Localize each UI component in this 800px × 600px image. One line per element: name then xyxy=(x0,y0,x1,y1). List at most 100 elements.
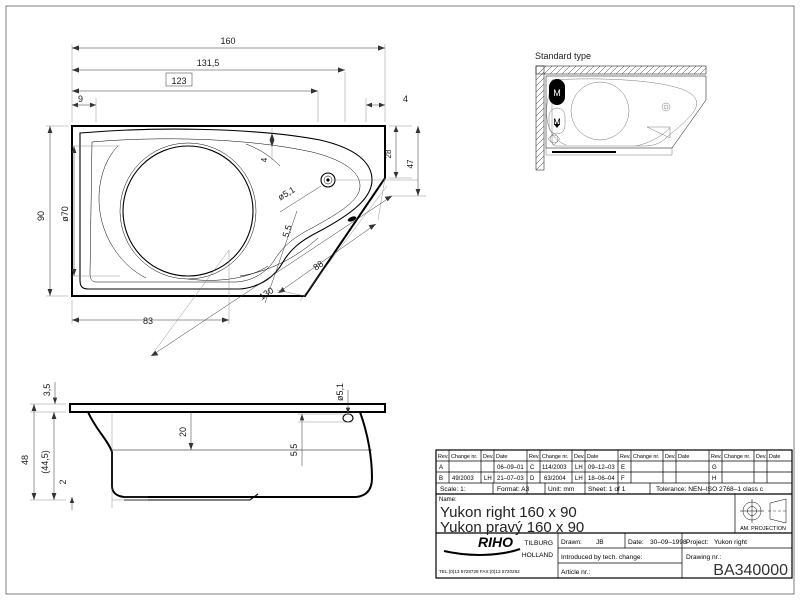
dim-88: 88 xyxy=(311,259,325,273)
dim-9: 9 xyxy=(78,94,83,104)
dim-83: 83 xyxy=(143,316,153,326)
table-row: G xyxy=(712,465,717,471)
plan-dimension-lines xyxy=(46,44,426,357)
drain-symbol xyxy=(320,172,336,188)
rev-header-change-1: Change nr. xyxy=(542,454,568,460)
company-country: HOLLAND xyxy=(522,552,553,559)
dim-2: 2 xyxy=(58,479,68,484)
circle-70-outer xyxy=(119,142,257,280)
name-line-1: Yukon right 160 x 90 xyxy=(440,504,577,521)
dim-44-5: (44,5) xyxy=(40,450,50,474)
table-row: F xyxy=(621,476,625,482)
sweep-left xyxy=(98,145,147,279)
dim-4-inner: 4 xyxy=(260,157,269,162)
wall-hatching xyxy=(535,65,707,171)
spec-scale: Scale: 1: xyxy=(440,486,466,493)
inset-bath-rim xyxy=(551,78,697,147)
dim-160: 160 xyxy=(220,36,235,46)
rev-header-dev-1: Dev. xyxy=(574,454,585,460)
inset-sweep2 xyxy=(635,127,671,147)
projection-symbol xyxy=(740,498,788,524)
dim-4-right: 4 xyxy=(403,94,408,104)
company-block: RIHO TILBURG HOLLAND TEL:(0)13 5728728 F… xyxy=(435,533,792,579)
name-line-2: Yukon pravý 160 x 90 xyxy=(440,519,584,536)
project-label: Project: xyxy=(686,539,709,546)
inset-circle xyxy=(570,81,630,141)
dim-phi70: ø70 xyxy=(60,206,70,222)
spec-tolerance: Tolerance: NEN–ISO 2768–1 class c xyxy=(656,486,764,493)
rev-header-rev-1: Rev. xyxy=(529,454,540,460)
dim-55-plan: 5,5 xyxy=(280,224,293,239)
table-row: 18–06–04 xyxy=(588,476,615,482)
table-row: 21–07–03 xyxy=(497,476,524,482)
table-row: 49/2003 xyxy=(452,476,474,482)
inset-bottom-line xyxy=(545,148,673,156)
table-row: 09–12–03 xyxy=(588,465,615,471)
inset-corner-marker xyxy=(547,132,561,146)
dim-131-5: 131,5 xyxy=(197,58,220,68)
riho-logo-text: RIHO xyxy=(478,534,513,550)
section-rim xyxy=(69,403,386,413)
dim-3-5: 3,5 xyxy=(42,384,52,397)
rev-header-change-0: Change nr. xyxy=(451,454,477,460)
dim-90: 90 xyxy=(36,211,46,221)
plan-view xyxy=(71,125,386,297)
introduced-label: Introduced by tech. change: xyxy=(561,554,643,561)
dim-123: 123 xyxy=(171,76,186,86)
rev-header-rev-3: Rev. xyxy=(711,454,722,460)
table-row: 06–09–01 xyxy=(497,465,524,471)
standard-type-inset: Standard type M M xyxy=(535,51,707,171)
section-dimension-lines xyxy=(30,382,352,510)
rev-header-rev-0: Rev. xyxy=(438,454,449,460)
section-dimension-labels: 3,5 48 (44,5) 2 20 ø5,1 5,5 xyxy=(20,383,345,485)
bath-bowl-contour xyxy=(89,138,361,283)
company-city: TILBURG xyxy=(524,540,553,547)
rev-header-date-0: Date xyxy=(496,454,507,460)
spec-format: Format: A3 xyxy=(497,486,530,493)
table-row: B xyxy=(439,476,443,482)
riho-swoosh xyxy=(443,548,521,556)
table-row: D xyxy=(530,476,535,482)
rev-header-change-2: Change nr. xyxy=(633,454,659,460)
overflow-slot xyxy=(347,216,357,222)
drawing-nr-value: BA340000 xyxy=(713,562,788,579)
dim-130: 130 xyxy=(257,285,275,302)
date-label: Date: xyxy=(628,539,644,546)
table-row: 114/2003 xyxy=(542,465,567,471)
drawn-label: Drawn: xyxy=(561,539,582,546)
circle-70 xyxy=(122,145,254,277)
rev-header-dev-2: Dev. xyxy=(665,454,676,460)
rev-header-change-3: Change nr. xyxy=(724,454,750,460)
dim-28: 28 xyxy=(384,149,393,158)
rev-header-dev-0: Dev. xyxy=(483,454,494,460)
inset-drain xyxy=(661,102,671,112)
section-left-wall xyxy=(87,411,255,498)
spec-sheet: Sheet: 1 of 1 xyxy=(588,486,626,493)
riho-logo: RIHO xyxy=(443,534,521,556)
motor-block xyxy=(549,79,565,105)
dim-20: 20 xyxy=(178,427,188,437)
rev-header-dev-3: Dev. xyxy=(756,454,767,460)
inset-bath-outline xyxy=(545,75,707,149)
dim-phi51-section: ø5,1 xyxy=(335,383,345,401)
rev-header-date-3: Date xyxy=(769,454,780,460)
project-value: Yukon right xyxy=(714,539,747,546)
bath-outline xyxy=(71,125,386,297)
table-row: A xyxy=(439,465,443,471)
spec-row: Scale: 1: Format: A3 Unit: mm Sheet: 1 o… xyxy=(440,483,764,494)
revision-table: Rev. Change nr. Dev. Date Rev. Change nr… xyxy=(435,449,792,495)
rev-header-date-2: Date xyxy=(678,454,689,460)
section-right-wall xyxy=(250,411,374,498)
table-row: E xyxy=(621,465,625,471)
name-label: Name: xyxy=(439,497,457,503)
company-contact: TEL:(0)13 5728728 FAX:(0)13 5720262 xyxy=(439,569,520,574)
rev-header-rev-2: Rev. xyxy=(620,454,631,460)
sweep-top xyxy=(245,143,281,167)
motor-block-outline xyxy=(548,107,566,135)
standard-type-label: Standard type xyxy=(535,51,591,61)
name-block: Name: Yukon right 160 x 90 Yukon pravý 1… xyxy=(436,494,792,536)
table-row: C xyxy=(530,465,535,471)
dim-phi51-plan: ø5,1 xyxy=(276,185,297,203)
motor-label: M xyxy=(553,88,561,98)
